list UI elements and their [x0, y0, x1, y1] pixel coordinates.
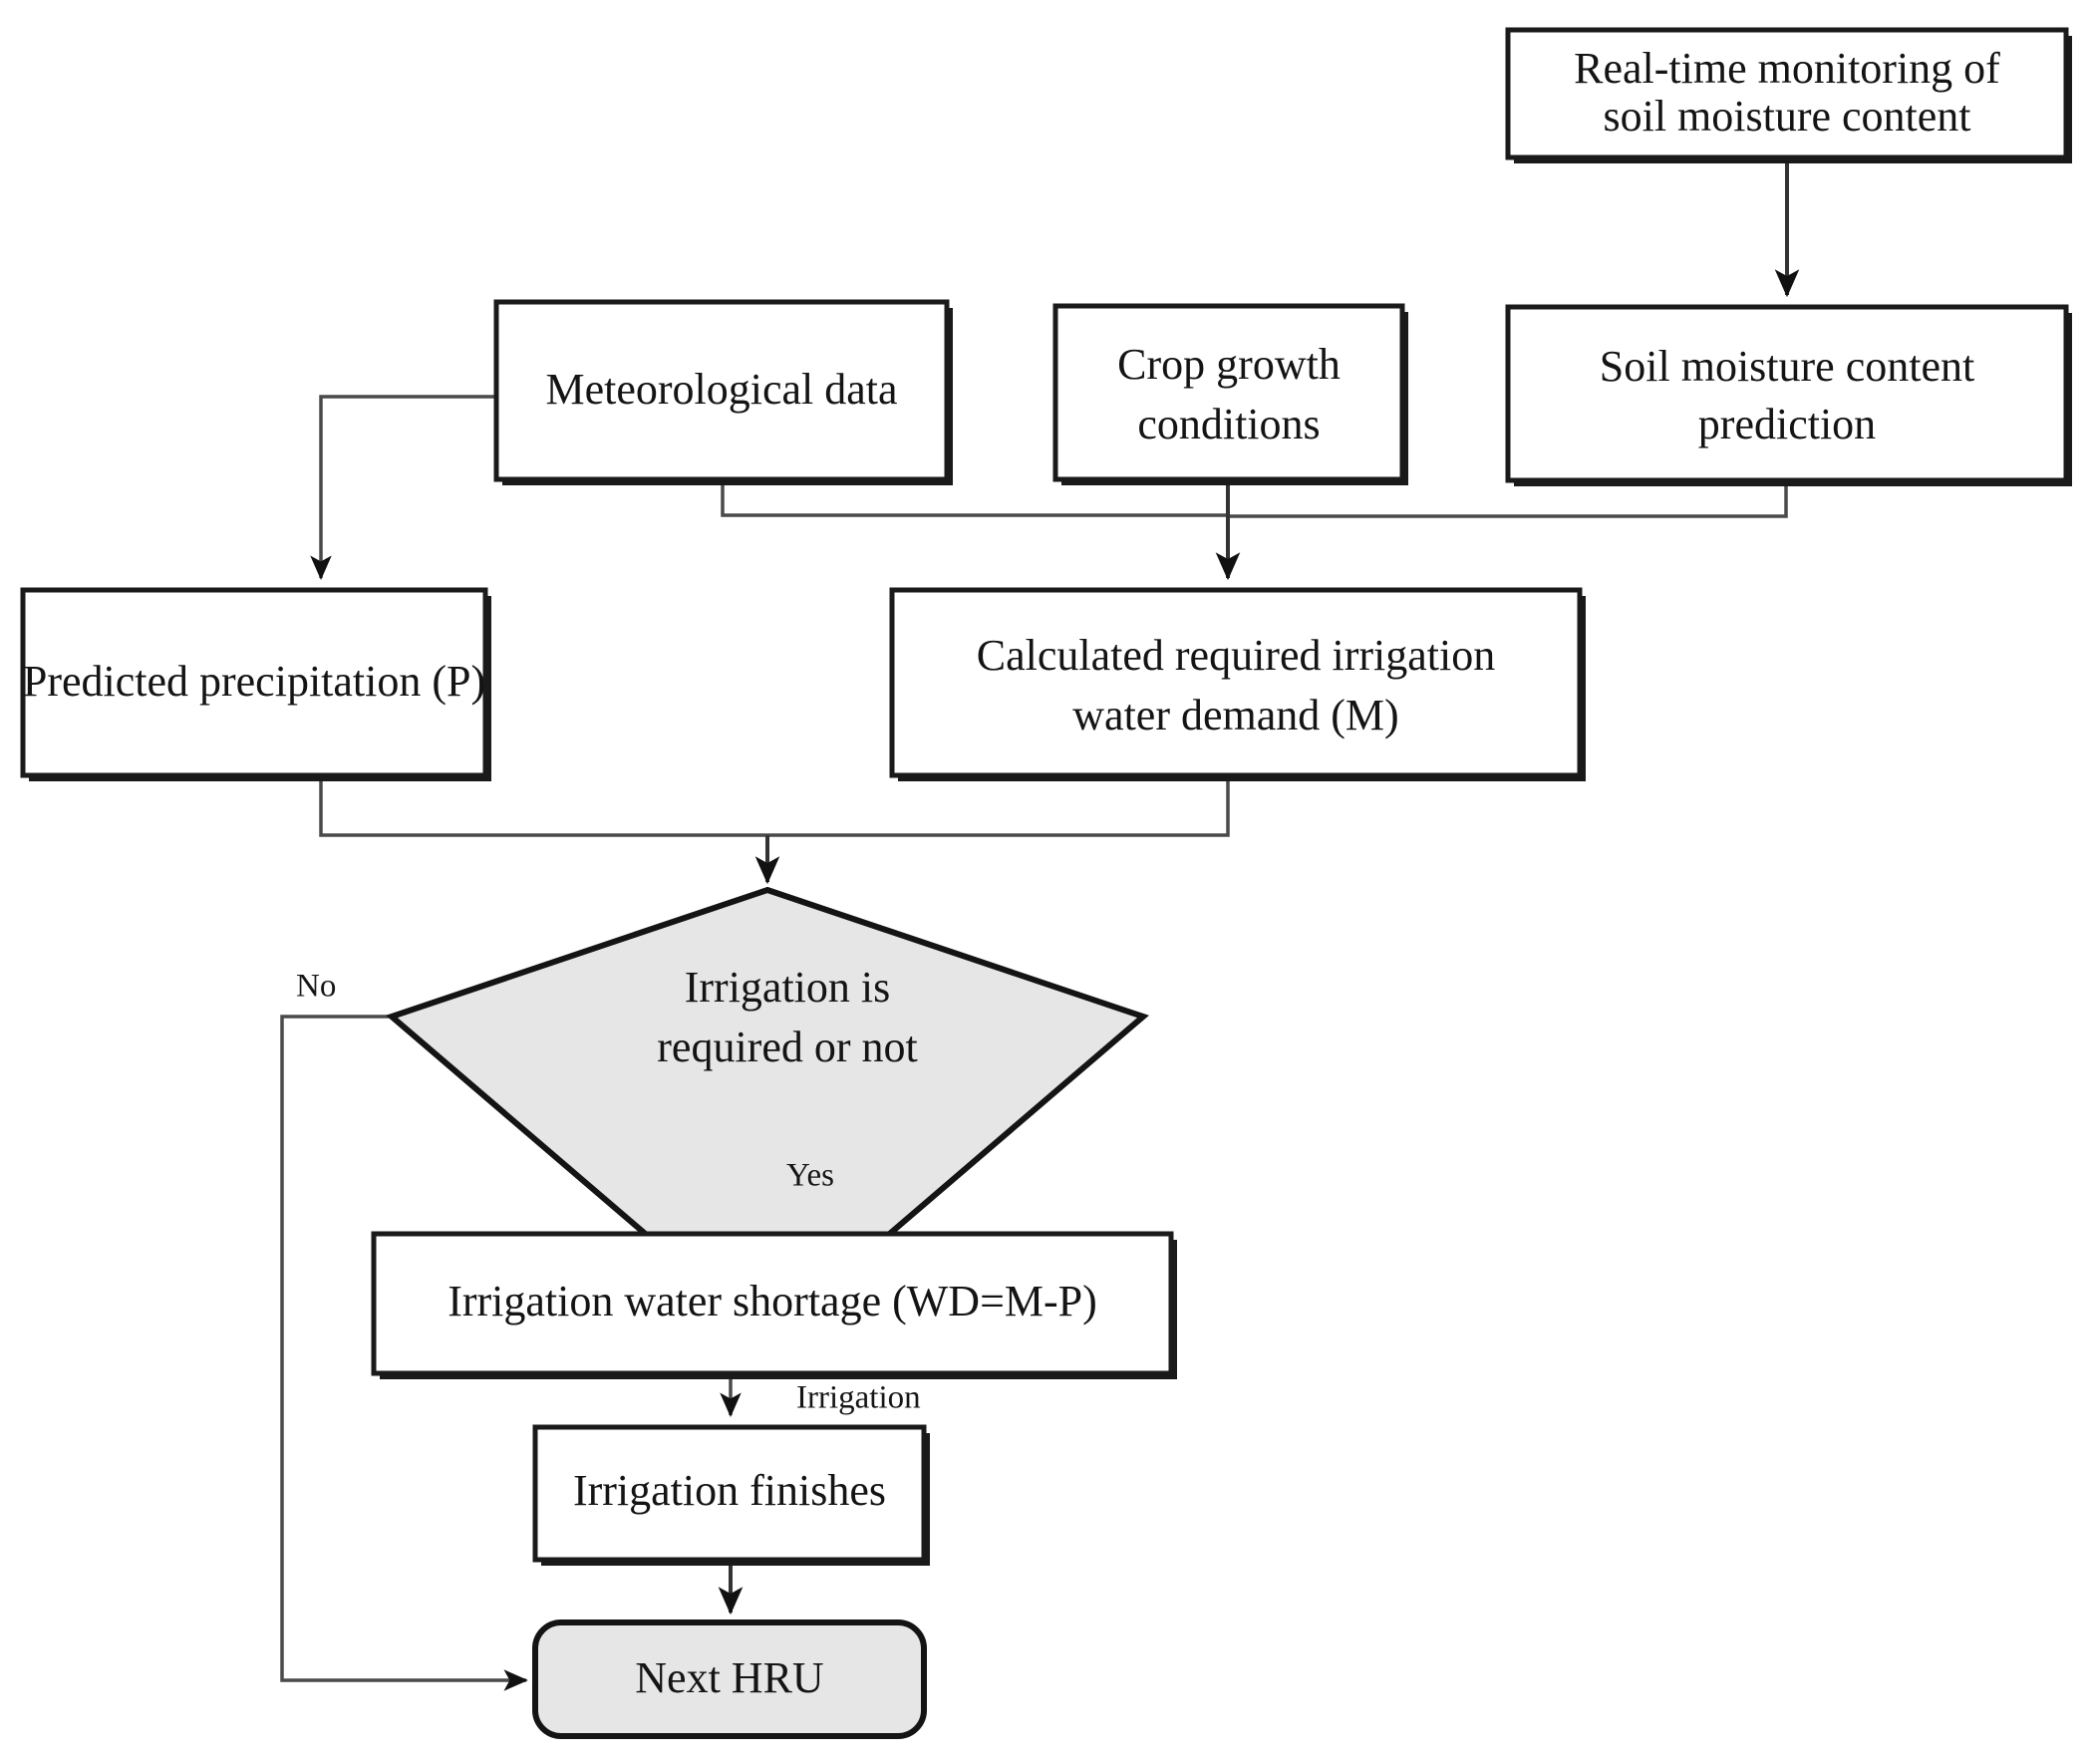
node-calculated-water-demand-line-1: Calculated required irrigation — [977, 631, 1495, 680]
node-irrigation-water-shortage[interactable]: Irrigation water shortage (WD=M-P) — [371, 1231, 1177, 1379]
node-realtime-monitoring[interactable]: Real-time monitoring of soil moisture co… — [1505, 27, 2072, 163]
node-soil-moisture-prediction[interactable]: Soil moisture content prediction — [1505, 304, 2072, 486]
edge-precipitation-to-decision — [319, 775, 767, 837]
node-crop-growth-conditions[interactable]: Crop growth conditions — [1052, 303, 1408, 485]
node-realtime-monitoring-line-2: soil moisture content — [1603, 92, 1970, 141]
node-irrigation-finishes-label: Irrigation finishes — [573, 1466, 886, 1515]
edge-meteorological-to-precipitation — [310, 395, 496, 580]
edge-label-no: No — [296, 969, 336, 1005]
node-irrigation-finishes[interactable]: Irrigation finishes — [532, 1424, 930, 1566]
node-crop-growth-conditions-line-2: conditions — [1137, 400, 1320, 448]
edge-meteorological-to-demand — [721, 485, 1228, 517]
node-realtime-monitoring-line-1: Real-time monitoring of — [1574, 44, 2000, 93]
node-irrigation-decision-line-1: Irrigation is — [685, 963, 891, 1012]
node-predicted-precipitation[interactable]: Predicted precipitation (P) — [20, 587, 491, 781]
node-soil-moisture-prediction-line-2: prediction — [1698, 400, 1876, 448]
node-crop-growth-conditions-line-1: Crop growth — [1117, 340, 1341, 389]
node-calculated-water-demand-line-2: water demand (M) — [1072, 691, 1398, 739]
edge-prediction-to-demand — [1228, 486, 1788, 518]
node-meteorological-data-label: Meteorological data — [545, 365, 897, 414]
node-next-hru[interactable]: Next HRU — [532, 1619, 927, 1739]
edge-decision-no — [280, 1015, 528, 1691]
node-irrigation-water-shortage-label: Irrigation water shortage (WD=M-P) — [448, 1277, 1097, 1325]
node-next-hru-label: Next HRU — [635, 1653, 823, 1702]
edge-label-irrigation: Irrigation — [796, 1380, 921, 1416]
edge-demand-to-decision — [767, 775, 1230, 837]
node-calculated-water-demand[interactable]: Calculated required irrigation water dem… — [889, 587, 1586, 781]
node-meteorological-data[interactable]: Meteorological data — [493, 299, 953, 485]
node-predicted-precipitation-label: Predicted precipitation (P) — [23, 657, 485, 706]
node-soil-moisture-prediction-line-1: Soil moisture content — [1600, 342, 1974, 391]
node-irrigation-decision-line-2: required or not — [657, 1023, 917, 1071]
edge-label-yes: Yes — [786, 1158, 834, 1194]
